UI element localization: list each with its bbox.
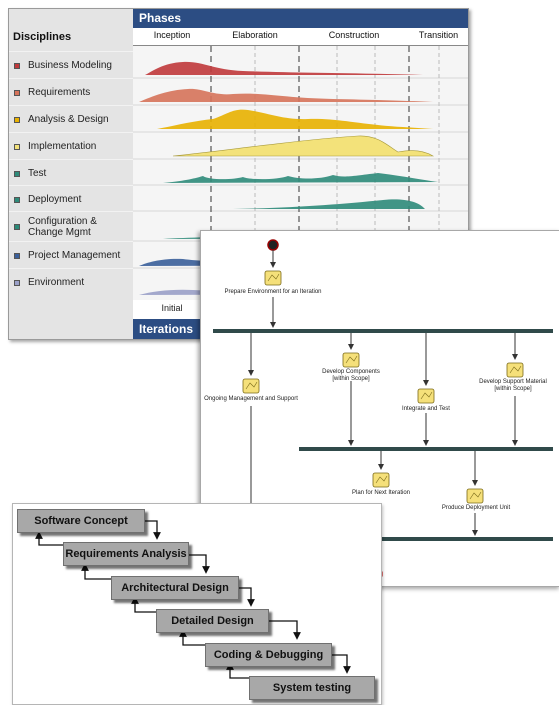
final-bar [361, 537, 553, 541]
disciplines-column: Disciplines Business Modeling Requiremen… [9, 9, 133, 339]
activity-integrate-test: Integrate and Test [402, 406, 450, 412]
waterfall-model: Software Concept Requirements Analysis A… [12, 503, 382, 705]
step-requirements-analysis: Requirements Analysis [63, 542, 189, 566]
discipline-label: Test [28, 168, 47, 179]
discipline-row: Requirements [9, 78, 133, 106]
activity-icon [242, 378, 260, 394]
join-bar [299, 447, 553, 451]
step-architectural-design: Architectural Design [111, 576, 239, 600]
phase-elaboration: Elaboration [232, 30, 278, 40]
fork-bar [213, 329, 553, 333]
deployment-hump [233, 199, 425, 209]
business-modeling-hump [145, 61, 423, 75]
implementation-hump [172, 135, 435, 157]
activity-icon [466, 488, 484, 504]
discipline-bullet [14, 279, 20, 286]
discipline-row: Environment [9, 268, 133, 296]
discipline-bullet [14, 224, 20, 230]
requirements-hump [139, 88, 433, 102]
analysis-design-hump [157, 109, 433, 129]
discipline-label: Environment [28, 277, 85, 288]
activity-icon [372, 472, 390, 488]
activity-flow: ) [213, 239, 553, 586]
discipline-bullet [14, 62, 20, 69]
phases-header: Phases [133, 9, 468, 28]
discipline-bullet [14, 89, 20, 96]
phase-names-row: Inception Elaboration Construction Trans… [133, 28, 468, 46]
discipline-label: Project Management [28, 250, 121, 261]
disciplines-title: Disciplines [13, 31, 72, 43]
activity-ongoing-management: Ongoing Management and Support [204, 396, 298, 402]
discipline-row: Deployment [9, 185, 133, 213]
activity-icon [342, 352, 360, 368]
test-hump [163, 173, 438, 183]
discipline-row: Project Management [9, 241, 133, 269]
discipline-label: Deployment [28, 194, 82, 205]
start-node [267, 239, 279, 251]
svg-text:): ) [381, 571, 383, 578]
discipline-bullet [14, 170, 20, 177]
discipline-row: Analysis & Design [9, 105, 133, 133]
activity-develop-support: Develop Support Material [within Scope] [479, 379, 547, 392]
activity-plan-next-iteration: Plan for Next Iteration [351, 490, 411, 496]
discipline-label: Requirements [28, 87, 91, 98]
discipline-label: Configuration & Change Mgmt [28, 216, 97, 238]
discipline-row: Implementation [9, 132, 133, 160]
discipline-row: Configuration & Change Mgmt [9, 211, 133, 242]
activity-icon [264, 270, 282, 286]
step-detailed-design: Detailed Design [156, 609, 269, 633]
phase-inception: Inception [153, 30, 191, 40]
discipline-row: Business Modeling [9, 51, 133, 79]
activity-icon [506, 362, 524, 378]
discipline-bullet [14, 116, 20, 123]
discipline-row: Test [9, 159, 133, 187]
activity-develop-components: Develop Components [within Scope] [322, 369, 380, 382]
step-coding-debugging: Coding & Debugging [205, 643, 332, 667]
step-system-testing: System testing [249, 676, 375, 700]
activity-prepare-environment: Prepare Environment for an Iteration [224, 289, 322, 295]
discipline-bullet [14, 143, 20, 150]
discipline-label: Implementation [28, 141, 97, 152]
discipline-label: Business Modeling [28, 60, 112, 71]
phase-transition: Transition [418, 30, 459, 40]
iteration-initial: Initial [161, 303, 183, 313]
activity-icon [417, 388, 435, 404]
waterfall-arrows [35, 520, 351, 679]
discipline-label: Analysis & Design [28, 114, 109, 125]
phase-construction: Construction [328, 30, 380, 40]
discipline-bullet [14, 252, 20, 259]
discipline-bullet [14, 196, 20, 203]
activity-produce-deployment-unit: Produce Deployment Unit [441, 505, 511, 511]
step-software-concept: Software Concept [17, 509, 145, 533]
